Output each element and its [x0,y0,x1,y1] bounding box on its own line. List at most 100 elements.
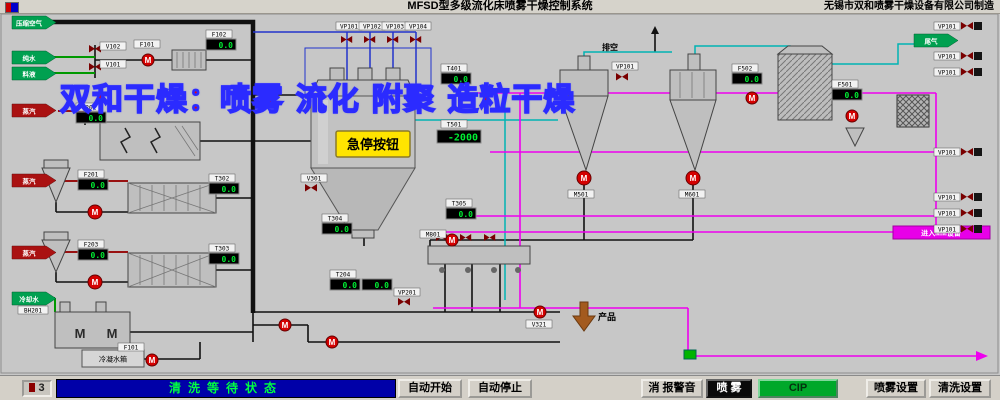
pump-v321[interactable]: M [533,305,547,319]
page-icon [29,383,36,392]
tag-label: VP201 [398,290,416,297]
valve-station-cyclone[interactable]: VP101 [611,61,639,81]
valve-v301[interactable]: V301 [300,173,328,192]
instrument-f101b: F101 [117,342,145,352]
display-value: 0.0 [222,185,237,194]
valve-station-right-2[interactable]: VP101 [933,51,982,61]
instrument-t302: T302 0.0 [208,173,240,195]
pump-m501[interactable]: M [576,170,592,186]
page-title: MFSD型多级流化床喷雾干燥控制系统 [407,0,593,12]
tag-label: VP101 [938,227,956,234]
instrument-t304: T304 0.0 [321,213,353,235]
tag-label: BH201 [24,308,42,315]
tag-label: F201 [84,172,99,179]
pump-motor-label: M [149,356,156,365]
instrument-f501: F501 0.0 [831,79,863,101]
tag-label: V321 [532,322,547,329]
stream-label: 蒸汽 [23,249,37,258]
pump-m601[interactable]: M [685,170,701,186]
valve-station-right-6[interactable]: VP101 [933,208,982,218]
pump-m801[interactable]: M [445,233,459,247]
tag-label: VP101 [340,24,358,31]
pipes-main-air [16,19,694,360]
agitator-2-label: M [107,326,118,341]
status-display: 清洗等待状态 [56,379,396,398]
mimic-frame [0,13,999,374]
slogan-watermark: 双和干燥：喷雾 流化 附聚 造粒干燥 [59,81,576,119]
condenser [776,45,834,121]
mute-alarm-button[interactable]: 消 报警音 [641,379,703,398]
instrument-m501: M501 [567,189,595,199]
stream-label: 压缩空气 [16,19,43,28]
discharge-cone [845,127,865,148]
valve-v101[interactable]: V101 [89,59,127,71]
instrument-f101: F101 [133,39,161,49]
stream-label: 纯水 [23,54,37,63]
condensate-tank-label: 冷凝水箱 [99,355,127,364]
display-value: 0.0 [222,255,237,264]
pump-f101b[interactable]: M [145,353,159,367]
tag-label: T501 [447,122,462,129]
pump-motor-label: M [329,338,336,347]
process-diagram-svg: 急停按钮 [0,13,999,374]
display-value: 0.0 [91,181,106,190]
cip-button[interactable]: CIP [758,379,838,398]
instrument-f203: F203 0.0 [77,239,109,261]
valve-vp201[interactable]: VP201 [393,287,421,306]
display-value: 0.0 [459,210,474,219]
stream-cooling-water: 冷却水 [11,291,57,306]
tag-label: M601 [685,192,700,199]
pump-transfer-2[interactable]: M [325,335,339,349]
valve-station-right-1[interactable]: VP101 [933,21,982,31]
valve-indicator[interactable] [683,349,697,360]
display-value: 0.0 [219,41,234,50]
pump-f201[interactable]: M [87,204,103,220]
pump-motor-label: M [749,94,756,103]
page-indicator[interactable]: 3 [22,380,52,397]
instrument-bh201: BH201 [17,305,49,315]
tag-label: T201 [82,105,97,112]
instrument-t204: T204 0.0 [329,269,361,291]
stream-tail-gas: 尾气 [913,33,959,48]
vibro-fluid-bed [427,234,531,273]
instrument-t201: T201 0.0 [75,102,107,124]
valve-station-right-4[interactable]: VP101 [933,147,982,157]
tag-label: VP101 [616,64,634,71]
tag-label: VP101 [938,211,956,218]
tag-label: VP104 [409,24,427,31]
pump-transfer-1[interactable]: M [278,318,292,332]
auto-start-button[interactable]: 自动开始 [398,379,462,398]
auto-stop-button[interactable]: 自动停止 [468,379,532,398]
display-value: 0.0 [91,251,106,260]
valve-station-right-3[interactable]: VP101 [933,67,982,77]
pump-motor-label: M [690,174,697,183]
display-value: 0.0 [454,75,469,84]
spray-button[interactable]: 喷 雾 [706,379,752,398]
valve-v102[interactable]: V102 [89,41,127,53]
stream-steam-1: 蒸汽 [11,103,57,118]
display-value: -2000 [448,133,478,144]
pump-f101[interactable]: M [141,53,155,67]
tag-label: T401 [447,66,462,73]
pump-f502[interactable]: M [745,91,759,105]
stream-compressed-air: 压缩空气 [11,15,57,30]
inlet-air-filter [171,49,207,71]
spray-settings-button[interactable]: 喷雾设置 [866,379,926,398]
instrument-f502: F502 0.0 [731,63,763,85]
pump-f203[interactable]: M [87,274,103,290]
tag-label: M801 [426,232,441,239]
valve-vp104[interactable]: VP104 [404,21,432,43]
instrument-m801: M801 [419,229,447,239]
stream-label: 料液 [23,70,37,79]
display-value: 0.0 [375,281,390,290]
tag-label: VP101 [938,70,956,77]
instrument-m601: M601 [678,189,706,199]
valve-station-right-5[interactable]: VP101 [933,192,982,202]
clean-settings-button[interactable]: 清洗设置 [929,379,991,398]
condensate-tank: 冷凝水箱 [81,349,145,368]
emergency-stop-button[interactable]: 急停按钮 [335,130,411,158]
stream-pure-water: 纯水 [11,50,57,65]
pump-f501[interactable]: M [845,109,859,123]
valve-station-right-7[interactable]: VP101 [933,224,982,234]
